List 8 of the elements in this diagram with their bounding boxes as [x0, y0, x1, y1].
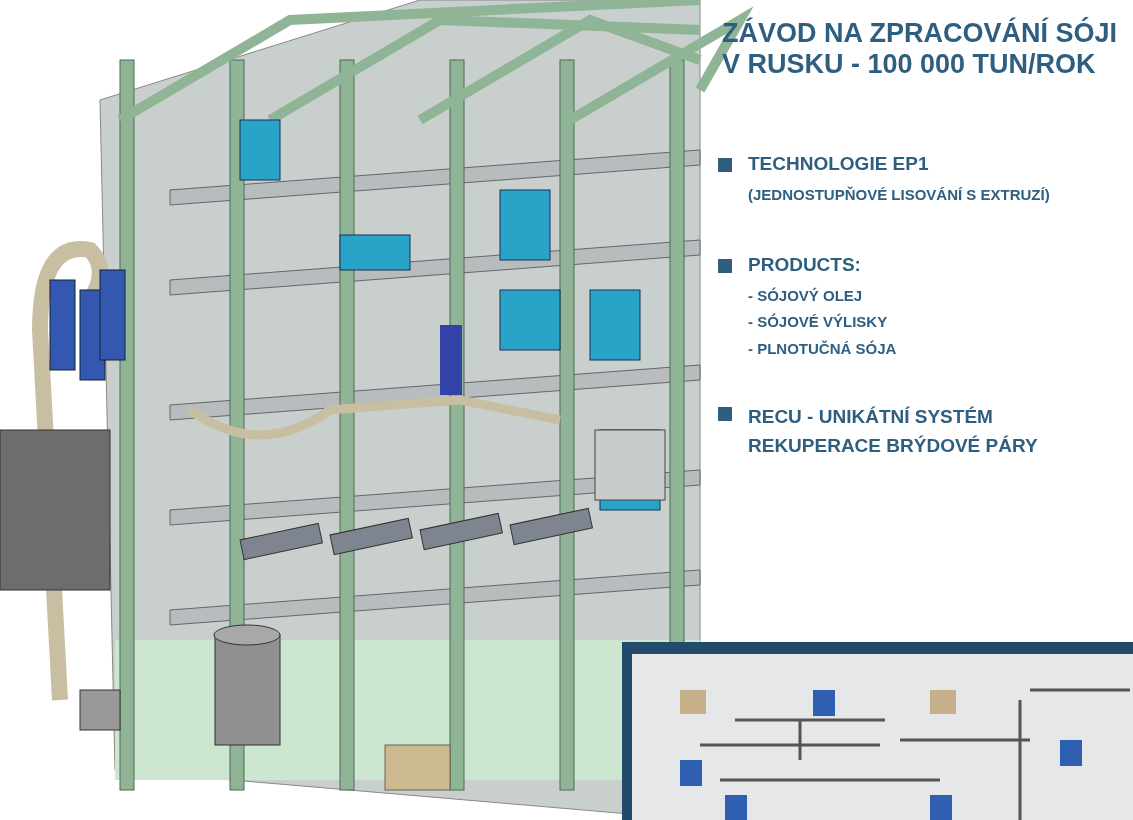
bullet-heading: TECHNOLOGIE EP1: [748, 153, 929, 175]
bullet-text: (JEDNOSTUPŇOVÉ LISOVÁNÍ S EXTRUZÍ): [748, 186, 1050, 203]
bullet-heading: RECU - UNIKÁTNÍ SYSTÉM REKUPERACE BRÝDOVÉ PÁRY: [748, 405, 1039, 458]
bullet-text: - PLNOTUČNÁ SÓJA: [748, 340, 897, 357]
bullet-text: - SÓJOVÝ OLEJ: [748, 287, 863, 304]
title: ZÁVOD NA ZPRACOVÁNÍ SÓJI V RUSKU - 100 000 TUN/ROK: [722, 18, 1119, 80]
bullet-text: - SÓJOVÉ VÝLISKY: [748, 313, 888, 330]
bullet-heading: PRODUCTS:: [748, 254, 861, 276]
